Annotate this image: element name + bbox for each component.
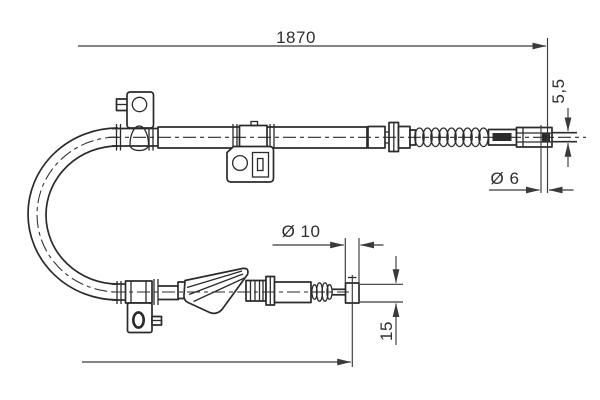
bracket-slot [251,151,270,178]
bracket-hole [131,96,148,113]
lower-cable-run [112,267,360,334]
dimension-end-height: 5,5 [549,78,572,167]
centerlines [36,136,586,293]
bracket-oval-hole [132,311,146,329]
cable-assembly [27,91,586,334]
dimension-label-15: 15 [377,321,396,341]
dimension-rear-height-15: 15 [360,256,403,345]
dimension-overall-length: 1870 [78,28,549,193]
dimension-label-diameter-10: Ø 10 [282,222,321,241]
conduit-clamp-middle [238,124,268,148]
cable-clamp-dome [129,125,150,146]
dimension-lower-length [82,275,353,367]
mounting-bracket-middle [226,120,275,183]
bracket-hole [231,154,249,172]
mounting-bracket-lower [124,279,163,334]
dimension-label-diameter-6: Ø 6 [491,169,520,188]
cable-curve [27,127,119,301]
dimension-diameter-10: Ø 10 [272,222,384,283]
dimension-label-5-5: 5,5 [549,78,568,103]
conical-boot [183,267,249,315]
rear-fitting-assembly [245,275,360,306]
mounting-bracket-upper [115,91,155,152]
dimension-diameter-6: Ø 6 [489,125,574,194]
upper-cable-run [112,91,577,183]
dimension-label-1870: 1870 [276,28,316,47]
dimensions: 1870 5,5 Ø 6 Ø 10 15 [78,28,574,367]
